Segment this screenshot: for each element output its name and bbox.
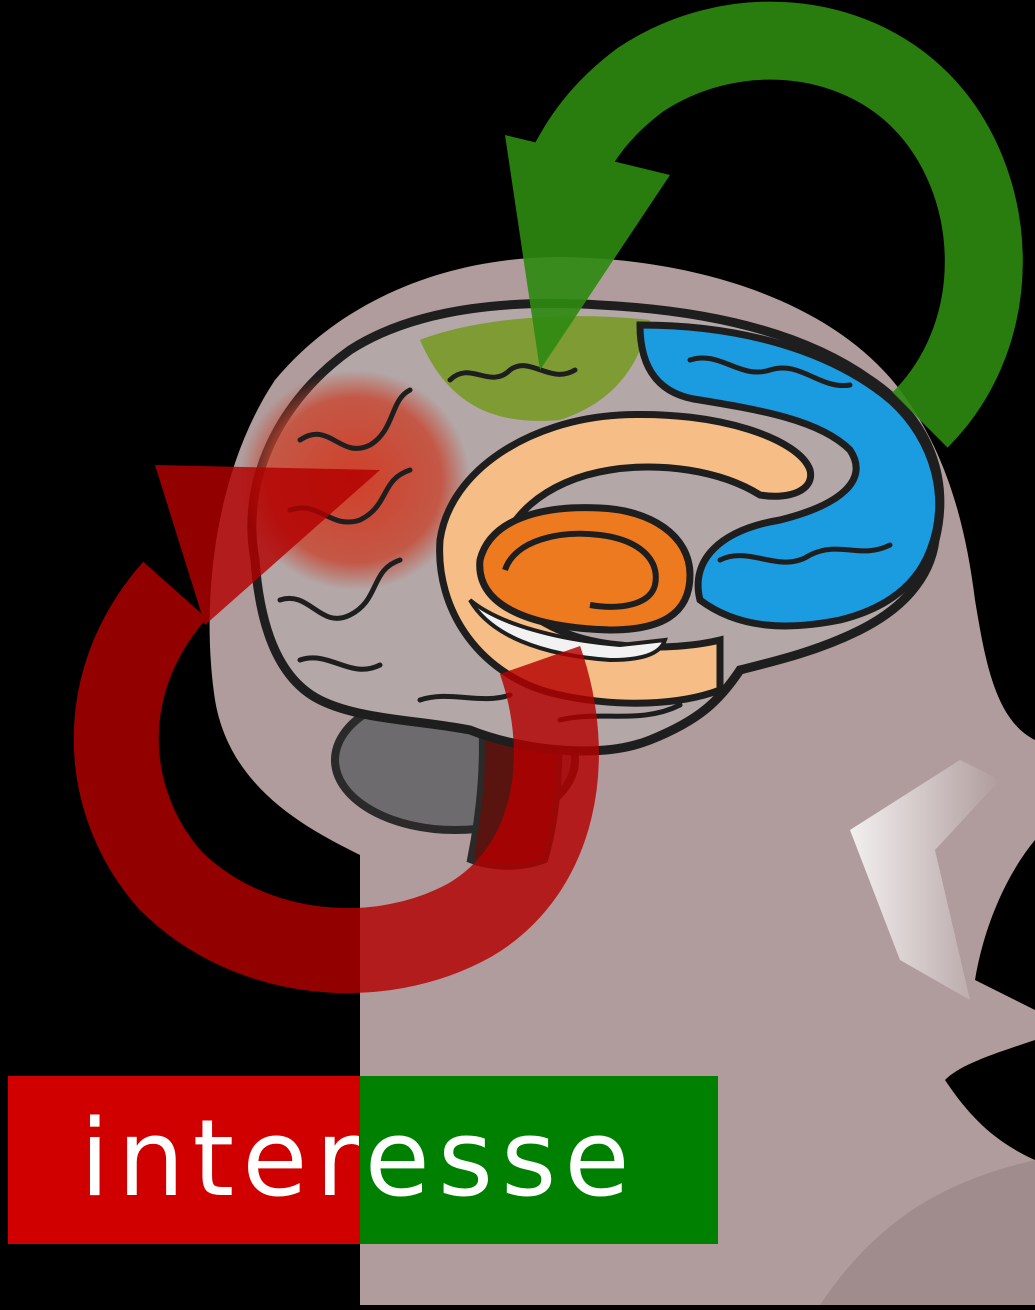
interest-label: interesse bbox=[8, 1076, 718, 1244]
limbic-region bbox=[480, 508, 690, 630]
label-word: interesse bbox=[80, 1094, 638, 1224]
